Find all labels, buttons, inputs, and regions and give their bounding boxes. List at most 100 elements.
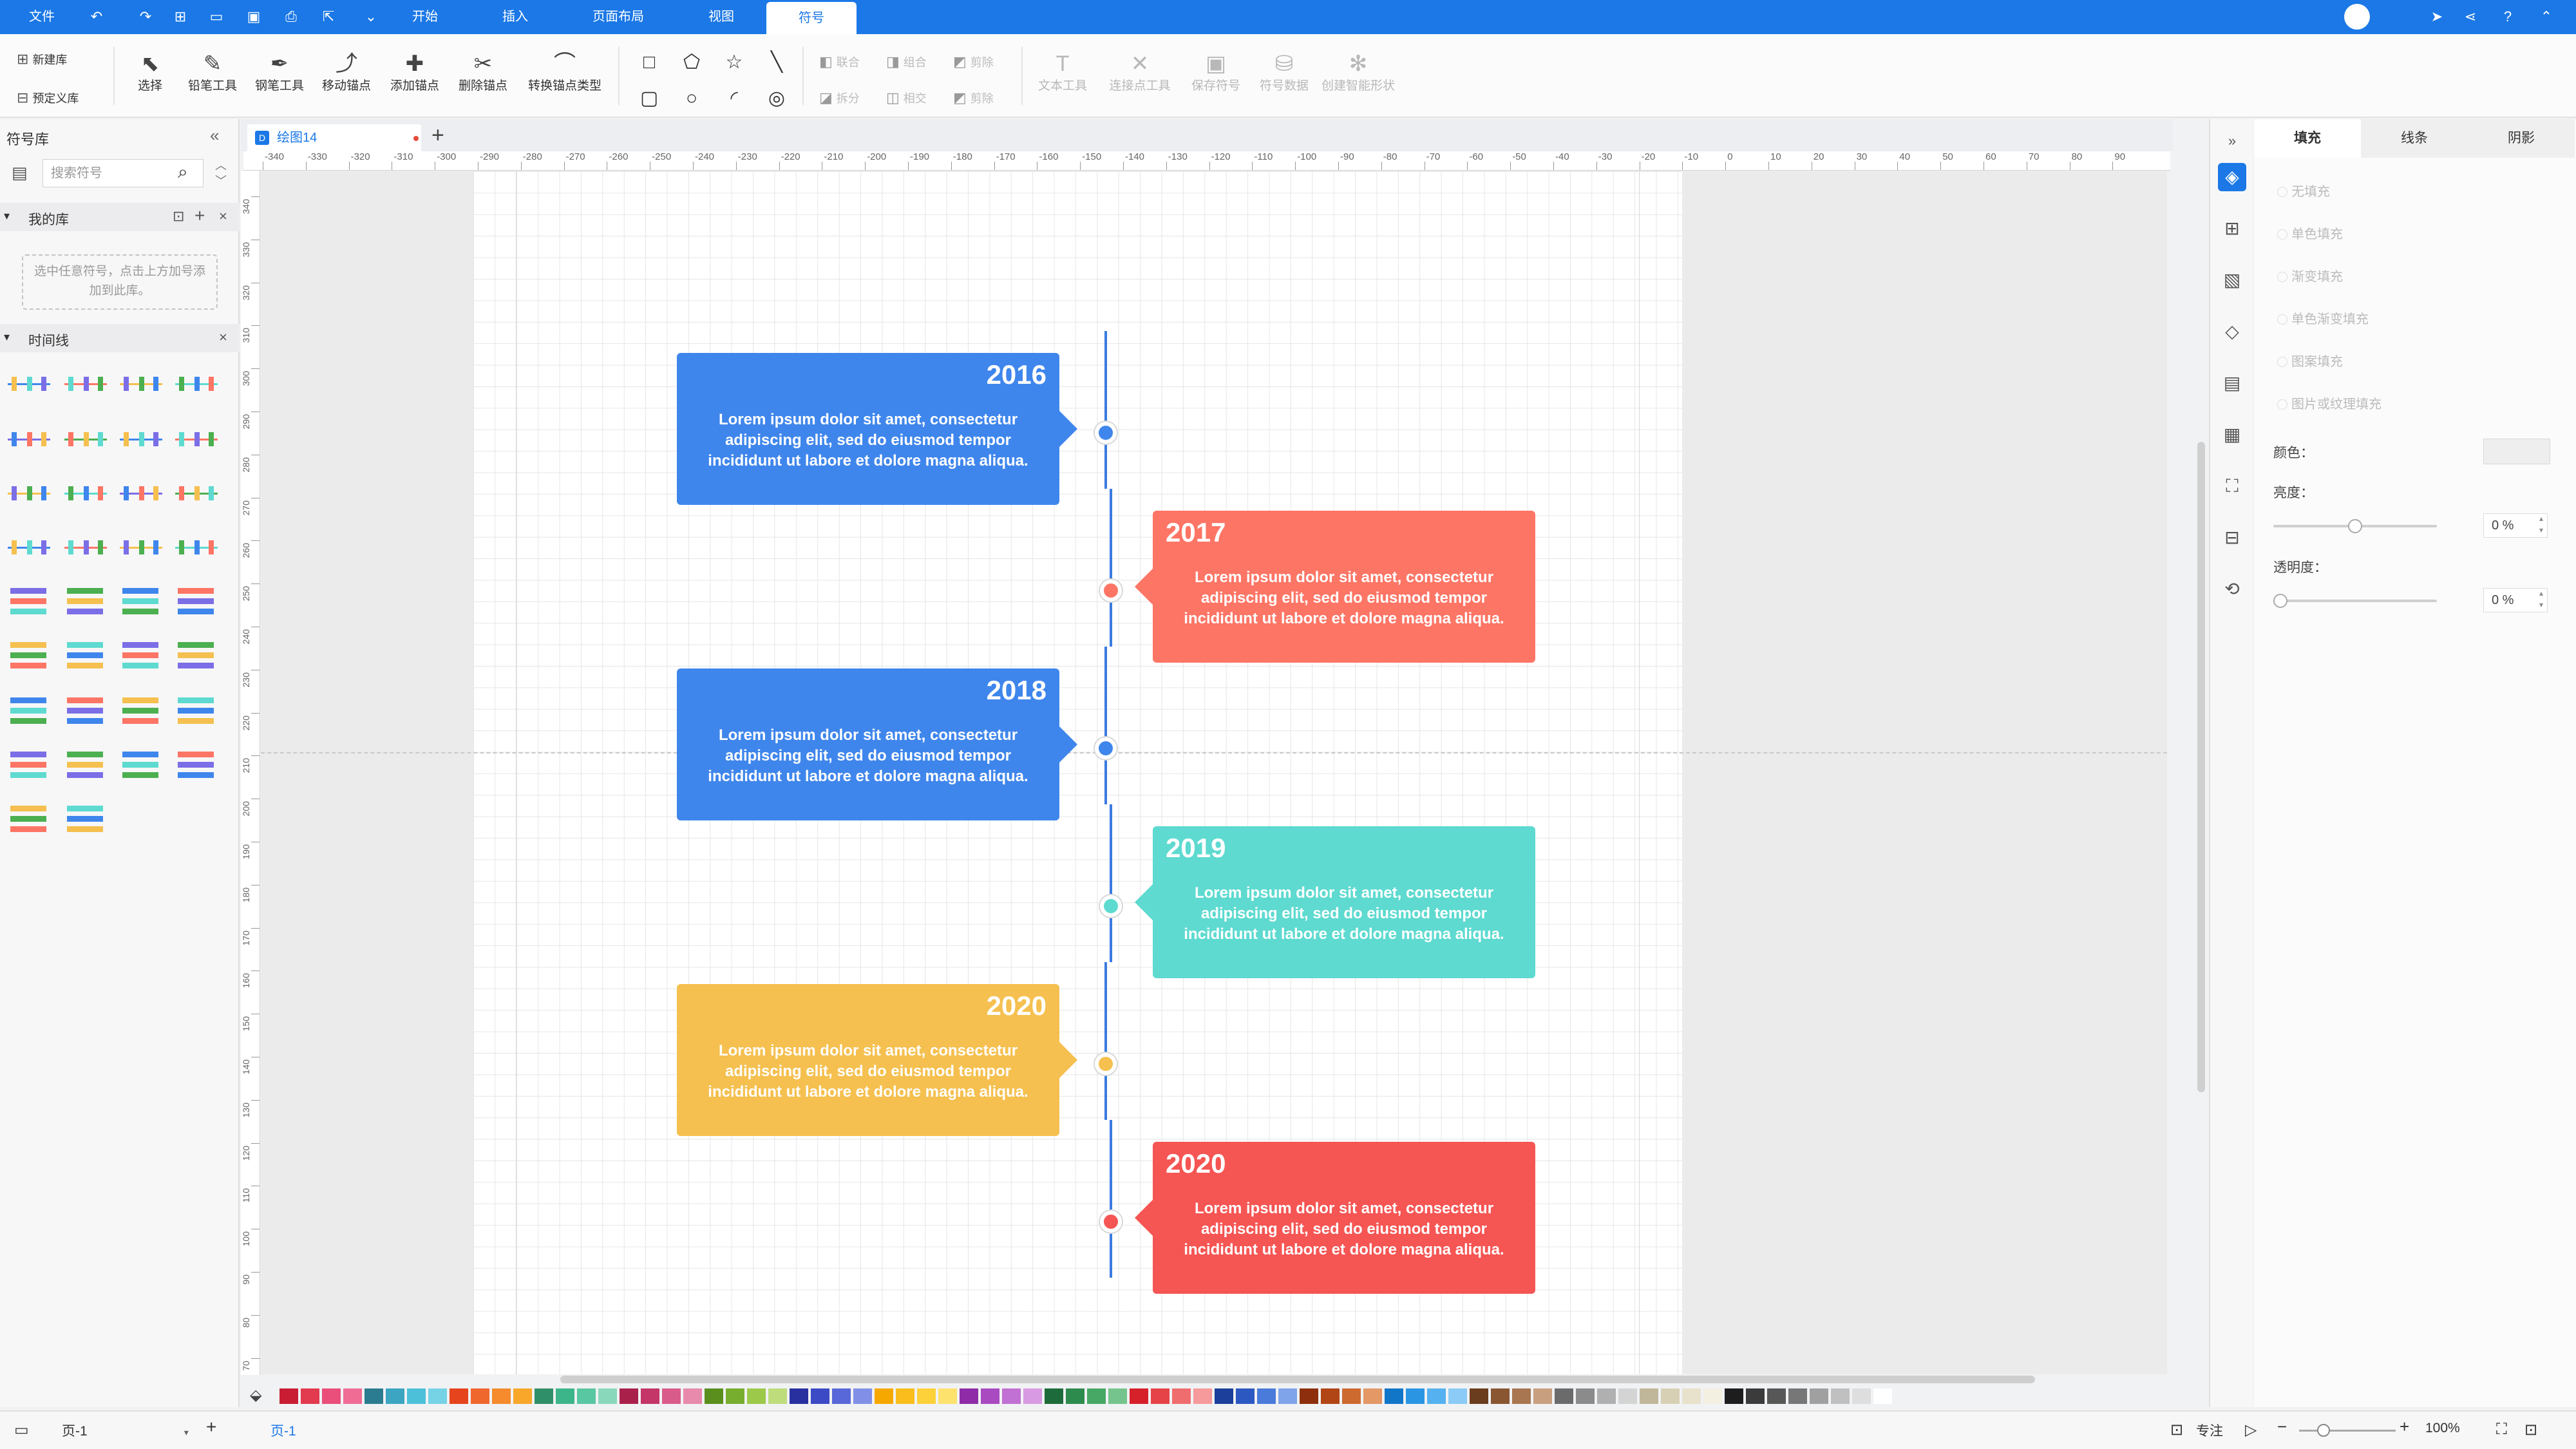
color-swatch[interactable]	[1300, 1388, 1318, 1404]
color-swatch[interactable]	[1661, 1388, 1680, 1404]
color-swatch[interactable]	[1873, 1388, 1892, 1404]
opacity-input[interactable]: 0 %▴▾	[2483, 588, 2548, 612]
search-scroll-icon[interactable]: ︿﹀	[215, 159, 227, 187]
color-swatch[interactable]	[1427, 1388, 1446, 1404]
color-swatch[interactable]	[1278, 1388, 1297, 1404]
add-page-icon[interactable]: +	[431, 123, 444, 147]
color-swatch[interactable]	[492, 1388, 511, 1404]
color-swatch[interactable]	[322, 1388, 341, 1404]
color-swatch[interactable]	[1640, 1388, 1658, 1404]
select-tool[interactable]: ⬉选择	[128, 50, 173, 95]
connection-point-tool[interactable]: ✕连接点工具	[1104, 50, 1176, 95]
color-swatch[interactable]	[1023, 1388, 1042, 1404]
add-icon[interactable]: +	[194, 205, 205, 225]
color-swatch[interactable]	[1002, 1388, 1021, 1404]
color-swatch[interactable]	[1533, 1388, 1552, 1404]
timeline-symbol-thumbnail[interactable]	[117, 421, 167, 459]
pentagon-icon[interactable]: ⬠	[683, 52, 701, 73]
new-file-icon[interactable]: ⊞	[174, 8, 187, 24]
spiral-icon[interactable]: ◎	[768, 88, 786, 109]
grid-icon[interactable]: ⊞	[2224, 218, 2240, 238]
symbol-data-button[interactable]: ⛁符号数据	[1253, 50, 1315, 95]
color-swatch[interactable]	[1767, 1388, 1786, 1404]
collapse-ribbon-icon[interactable]: ⌃	[2540, 8, 2553, 24]
timeline-symbol-thumbnail[interactable]	[173, 365, 223, 404]
slider-knob[interactable]	[2273, 594, 2287, 608]
search-input[interactable]: 搜索符号	[43, 159, 204, 187]
color-swatch[interactable]	[1682, 1388, 1701, 1404]
color-swatch[interactable]	[1151, 1388, 1170, 1404]
trim-button[interactable]: ◩剪除	[953, 90, 994, 106]
color-swatch[interactable]	[875, 1388, 893, 1404]
timeline-symbol-thumbnail[interactable]	[5, 529, 55, 567]
color-swatch[interactable]	[1215, 1388, 1233, 1404]
comment-icon[interactable]: ⊟	[2224, 527, 2240, 547]
color-swatch[interactable]	[1385, 1388, 1403, 1404]
color-swatch[interactable]	[1363, 1388, 1382, 1404]
play-icon[interactable]: ▷	[2245, 1421, 2257, 1439]
color-swatch[interactable]	[1045, 1388, 1063, 1404]
convert-anchor-tool[interactable]: ⌒转换锚点类型	[523, 50, 607, 95]
color-swatch[interactable]	[471, 1388, 489, 1404]
opacity-slider[interactable]	[2273, 594, 2437, 608]
color-swatch[interactable]	[917, 1388, 936, 1404]
save-symbol-button[interactable]: ▣保存符号	[1185, 50, 1247, 95]
color-swatch[interactable]	[662, 1388, 681, 1404]
color-swatch[interactable]	[768, 1388, 787, 1404]
timeline-symbol-thumbnail[interactable]	[173, 584, 223, 623]
rectangle-icon[interactable]: □	[643, 52, 656, 73]
delete-anchor-tool[interactable]: ✂删除锚点	[453, 50, 513, 95]
close-icon[interactable]: ×	[219, 329, 227, 345]
add-page-icon[interactable]: +	[206, 1417, 217, 1437]
color-swatch[interactable]	[683, 1388, 702, 1404]
color-swatch[interactable]	[513, 1388, 532, 1404]
page-select[interactable]: 页-1▾	[62, 1421, 189, 1440]
color-swatch[interactable]	[1555, 1388, 1573, 1404]
color-swatch[interactable]	[1831, 1388, 1850, 1404]
color-swatch[interactable]	[1087, 1388, 1106, 1404]
fit-page-icon[interactable]: ⊡	[2524, 1421, 2538, 1439]
color-picker[interactable]	[2483, 439, 2550, 464]
focus-icon[interactable]: ⊡	[2170, 1421, 2184, 1439]
undo-icon[interactable]: ↶	[90, 8, 103, 24]
color-swatch[interactable]	[577, 1388, 596, 1404]
zoom-out-icon[interactable]: −	[2277, 1417, 2287, 1436]
color-swatch[interactable]	[1172, 1388, 1191, 1404]
preset-library-button[interactable]: ⊟预定义库	[17, 90, 79, 106]
color-swatch[interactable]	[407, 1388, 426, 1404]
tab-fill[interactable]: 填充	[2254, 119, 2361, 158]
tab-start[interactable]: 开始	[412, 10, 438, 24]
slider-knob[interactable]	[2348, 519, 2362, 533]
send-icon[interactable]: ➤	[2430, 8, 2443, 24]
new-library-button[interactable]: ⊞新建库	[17, 51, 67, 68]
timeline-symbol-thumbnail[interactable]	[117, 748, 167, 786]
page-icon[interactable]: ▤	[2223, 373, 2241, 393]
timeline-symbol-thumbnail[interactable]	[62, 475, 112, 513]
library-menu-icon[interactable]: ▤	[12, 163, 28, 182]
save-icon[interactable]: ▣	[247, 8, 261, 24]
intersect-button[interactable]: ◫相交	[886, 90, 927, 106]
color-swatch[interactable]	[1236, 1388, 1255, 1404]
tab-symbol[interactable]: 符号	[766, 2, 857, 34]
timeline-symbol-thumbnail[interactable]	[5, 638, 55, 677]
circle-icon[interactable]: ○	[685, 88, 698, 109]
fill-option-gradient[interactable]: 渐变填充	[2277, 266, 2343, 285]
timeline-symbol-thumbnail[interactable]	[62, 748, 112, 786]
timeline-symbol-thumbnail[interactable]	[173, 475, 223, 513]
timeline-symbol-thumbnail[interactable]	[62, 365, 112, 404]
collapse-panel-icon[interactable]: «	[210, 126, 220, 145]
timeline-symbol-thumbnail[interactable]	[117, 694, 167, 732]
fill-option-pattern[interactable]: 图案填充	[2277, 351, 2343, 370]
page-panel-icon[interactable]: ▭	[14, 1421, 29, 1439]
my-library-section[interactable]: ▾ 我的库 ⊡ + ×	[0, 203, 240, 231]
stepper-icon[interactable]: ▴▾	[2539, 514, 2543, 535]
union-button[interactable]: ◧联合	[819, 53, 860, 70]
timeline-symbol-thumbnail[interactable]	[62, 421, 112, 459]
color-swatch[interactable]	[1491, 1388, 1510, 1404]
fill-bucket-icon[interactable]: ◈	[2218, 163, 2246, 191]
